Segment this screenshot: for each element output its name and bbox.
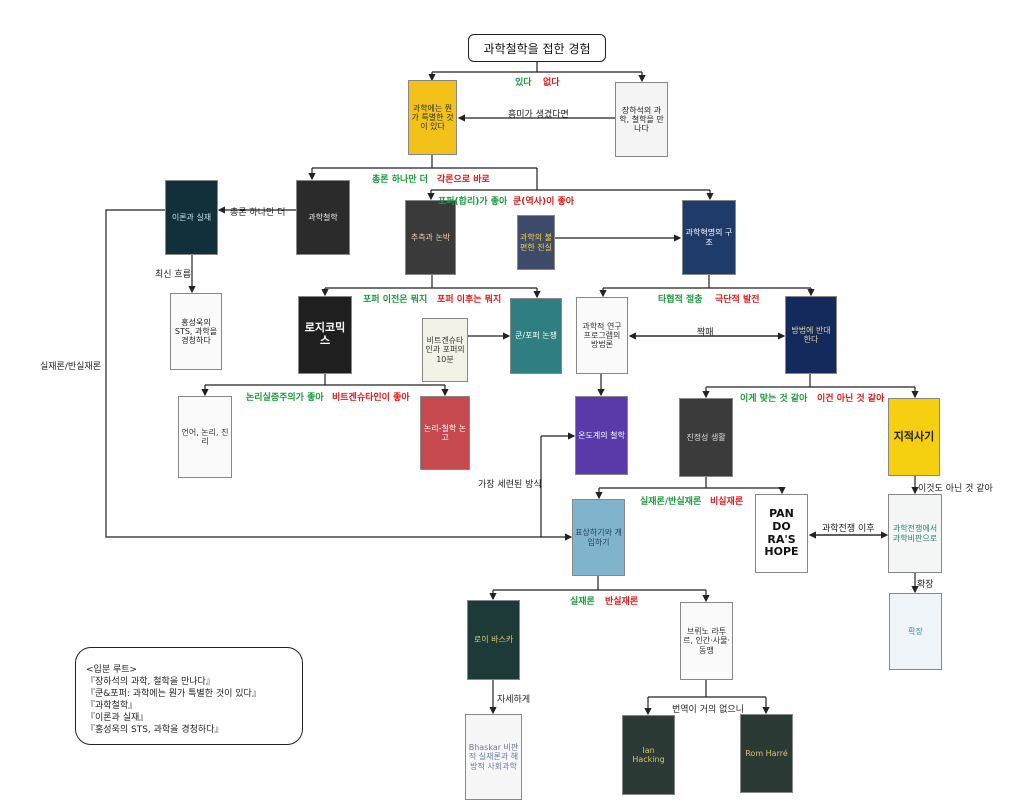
book-cover-title: 과학전쟁에서 과학비판으로 bbox=[892, 524, 938, 543]
edge-label-overview-more: 총론 하나만 더 bbox=[372, 175, 428, 185]
legend-item: 『쿤&포퍼: 과학에는 뭔가 특별한 것이 있다』 bbox=[86, 689, 261, 699]
book-cover-sts: 홍성욱의 STS, 과학을 경청하다 bbox=[170, 293, 222, 370]
book-cover-title: PAN DO RA'S HOPE bbox=[764, 507, 799, 559]
book-cover-pandora: PAN DO RA'S HOPE bbox=[755, 494, 808, 573]
edge-label-positivism: 논리실증주의가 좋아 bbox=[246, 393, 324, 403]
legend-item: 『이론과 실재』 bbox=[86, 713, 149, 723]
book-cover-ten-min: 비트겐슈타인과 포퍼의 10분 bbox=[422, 318, 468, 382]
book-cover-fashionable: 지적사기 bbox=[888, 398, 940, 476]
edge-label-wrong: 이건 아닌 것 같아 bbox=[817, 394, 885, 404]
intro-route-legend: <입분 루트> 『장하석의 과학, 철학을 만나다』 『쿤&포퍼: 과학에는 뭔… bbox=[75, 647, 303, 745]
book-cover-title: 과학에는 뭔가 특별한 것이 있다 bbox=[411, 103, 454, 132]
book-cover-book-a: Ian Hacking bbox=[622, 715, 675, 795]
edge-label-no: 없다 bbox=[543, 78, 560, 88]
book-cover-title: 쿤/포퍼 논쟁 bbox=[514, 331, 558, 341]
edge-label-radical: 극단적 발전 bbox=[715, 295, 760, 305]
edge-label-no-translation: 번역이 거의 없으니 bbox=[672, 705, 744, 715]
edge-label-after-war: 과학전쟁 이후 bbox=[822, 524, 875, 534]
book-cover-title: 지적사기 bbox=[893, 429, 935, 443]
book-cover-popper: 추측과 논박 bbox=[405, 200, 456, 275]
edge-label-wittgenstein: 비트겐슈타인이 좋아 bbox=[332, 393, 410, 403]
book-cover-title: 온도계의 철학 bbox=[578, 430, 625, 440]
book-cover-title: 추측과 논박 bbox=[410, 232, 451, 242]
book-cover-title: Ian Hacking bbox=[632, 745, 665, 764]
legend-heading: <입분 루트> bbox=[86, 665, 138, 675]
book-cover-theory-reality: 이론과 실재 bbox=[165, 180, 218, 255]
book-cover-jang: 장하석의 과학, 철학을 만나다 bbox=[615, 82, 668, 157]
edge-label-yes: 있다 bbox=[515, 78, 532, 88]
book-cover-bhaskar: Bhaskar 비판적 실재론과 해방적 사회과학 bbox=[465, 714, 522, 800]
book-cover-tractatus: 논리-철학 논고 bbox=[420, 396, 470, 470]
book-cover-title: 과학의 불편한 진실 bbox=[520, 233, 552, 252]
edge-label-after-popper: 포퍼 이후는 뭐지 bbox=[437, 295, 502, 305]
book-cover-title: 진정성 생활 bbox=[686, 432, 726, 442]
book-cover-book-b: Rom Harré bbox=[740, 714, 793, 793]
book-cover-title: 언어, 논리, 진리 bbox=[181, 427, 229, 446]
book-cover-science-war: 과학전쟁에서 과학비판으로 bbox=[888, 494, 942, 573]
edge-label-nonrealism: 비실재론 bbox=[710, 497, 744, 507]
book-cover-title: 이론과 실재 bbox=[171, 212, 212, 222]
book-cover-title: 과학혁명의 구조 bbox=[685, 228, 733, 247]
book-cover-expand: 확장 bbox=[889, 593, 942, 670]
book-cover-title: 확장 bbox=[908, 626, 923, 636]
edge-label-kuhn-like: 쿤(역사)이 좋아 bbox=[513, 197, 575, 207]
book-cover-title: 방법에 반대한다 bbox=[791, 325, 831, 344]
book-cover-language: 언어, 논리, 진리 bbox=[178, 396, 232, 478]
book-cover-title: 로지코믹스 bbox=[304, 321, 346, 347]
book-cover-title: Rom Harré bbox=[745, 748, 788, 758]
book-cover-title: 과학적 연구 프로그램의 방법론 bbox=[582, 321, 622, 350]
book-cover-feyerabend: 방법에 반대한다 bbox=[785, 296, 837, 374]
edge-label-realism: 실재론 bbox=[570, 597, 595, 607]
book-cover-kuhn-popper: 과학에는 뭔가 특별한 것이 있다 bbox=[408, 80, 457, 155]
book-cover-teal: 쿤/포퍼 논쟁 bbox=[510, 298, 562, 374]
book-cover-middle: 과학의 불편한 진실 bbox=[517, 215, 555, 270]
edge-label-detail: 자세하게 bbox=[497, 695, 531, 705]
legend-item: 『장하석의 과학, 철학을 만나다』 bbox=[86, 677, 215, 687]
edge-label-compromise: 타협적 절충 bbox=[658, 295, 703, 305]
book-cover-title: 장하석의 과학, 철학을 만나다 bbox=[619, 105, 664, 134]
book-cover-title: 표상하기와 개입하기 bbox=[575, 528, 622, 547]
book-cover-kuhn: 과학혁명의 구조 bbox=[682, 200, 736, 275]
root-question-box: 과학철학을 접한 경험 bbox=[468, 34, 606, 62]
edge-label-before-popper: 포퍼 이전은 뭐지 bbox=[363, 295, 428, 305]
book-cover-title: Bhaskar 비판적 실재론과 해방적 사회과학 bbox=[468, 743, 519, 771]
book-cover-title: 로이 바스카 bbox=[473, 635, 514, 645]
edge-label-popper-like: 포퍼(합리)가 좋아 bbox=[438, 197, 508, 207]
book-cover-title: 비트겐슈타인과 포퍼의 10분 bbox=[425, 336, 465, 364]
book-cover-structure: 진정성 생활 bbox=[679, 398, 733, 477]
edge-label-right: 이게 맞는 것 같아 bbox=[740, 394, 808, 404]
edge-label-antirealism: 반실재론 bbox=[605, 597, 639, 607]
edge-label-realism-left: 실재론/반실재론 bbox=[40, 362, 101, 372]
book-cover-phil-sci: 과학철학 bbox=[296, 180, 350, 255]
edge-label-neither: 이것도 아닌 것 같아 bbox=[918, 484, 993, 494]
edge-label-latest: 최신 흐름 bbox=[155, 270, 191, 280]
book-cover-lakatos: 과학적 연구 프로그램의 방법론 bbox=[576, 297, 628, 374]
legend-item: 『홍성욱의 STS, 과학을 경청하다』 bbox=[86, 725, 224, 735]
edge-label-pair: 짝패 bbox=[697, 328, 714, 338]
book-cover-title: 브뤼노 라투르, 인간·사물·동맹 bbox=[683, 627, 730, 655]
edge-label-realism-anti: 실재론/반실재론 bbox=[640, 497, 702, 507]
book-cover-logicomix: 로지코믹스 bbox=[298, 296, 352, 374]
book-cover-title: 홍성욱의 STS, 과학을 경청하다 bbox=[174, 317, 218, 346]
edge-label-refined: 가장 세련된 방식 bbox=[478, 480, 542, 490]
edge-label-expand: 확장 bbox=[917, 580, 934, 590]
legend-item: 『과학철학』 bbox=[86, 701, 138, 711]
book-cover-title: 과학철학 bbox=[308, 212, 338, 222]
edge-label-interest: 흥미가 생겼다면 bbox=[508, 110, 569, 120]
book-cover-bhaskar-kr: 로이 바스카 bbox=[467, 600, 520, 680]
book-cover-title: 논리-철학 논고 bbox=[423, 423, 467, 442]
book-cover-representing: 표상하기와 개입하기 bbox=[572, 499, 625, 576]
book-cover-latour: 브뤼노 라투르, 인간·사물·동맹 bbox=[680, 602, 733, 680]
edge-label-straight-details: 각론으로 바로 bbox=[437, 175, 490, 185]
edge-label-overview-more-2: 총론 하나만 더 bbox=[230, 208, 286, 218]
book-cover-thermo: 온도계의 철학 bbox=[575, 396, 628, 475]
